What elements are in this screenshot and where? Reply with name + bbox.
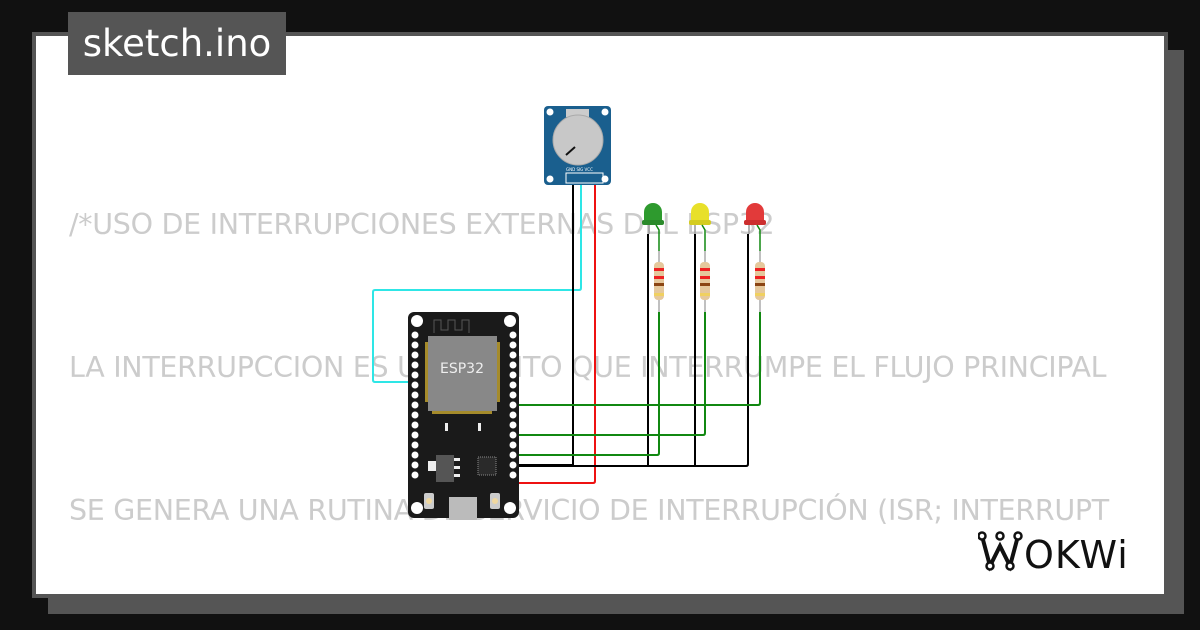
wokwi-logo: OKWi (978, 531, 1129, 576)
code-line: SE GENERA UNA RUTINA DE SERVICIO DE INTE… (69, 494, 1109, 528)
led-green[interactable] (642, 203, 664, 251)
wire-signal (372, 182, 582, 383)
potentiometer[interactable]: GND SIG VCC (544, 106, 611, 185)
resistor[interactable] (654, 251, 664, 312)
resistor[interactable] (700, 251, 710, 312)
wire-led-red (514, 312, 761, 406)
resistor[interactable] (755, 251, 765, 312)
led-red[interactable] (744, 203, 766, 251)
wire-gnd-pot (513, 182, 574, 466)
wire-vcc (513, 182, 596, 484)
board-label: ESP32 (440, 361, 484, 377)
led-yellow[interactable] (689, 203, 711, 251)
wire-led-green (514, 312, 660, 456)
esp32-board[interactable]: ESP32 (408, 312, 519, 520)
knob-indicator-icon (565, 146, 576, 156)
wire-led-yellow (514, 312, 706, 436)
svg-text:GND SIG VCC: GND SIG VCC (566, 167, 593, 172)
wire-gnd-leds (513, 234, 749, 467)
svg-text:OKWi: OKWi (1024, 533, 1129, 576)
file-tab[interactable]: sketch.ino (68, 12, 286, 75)
